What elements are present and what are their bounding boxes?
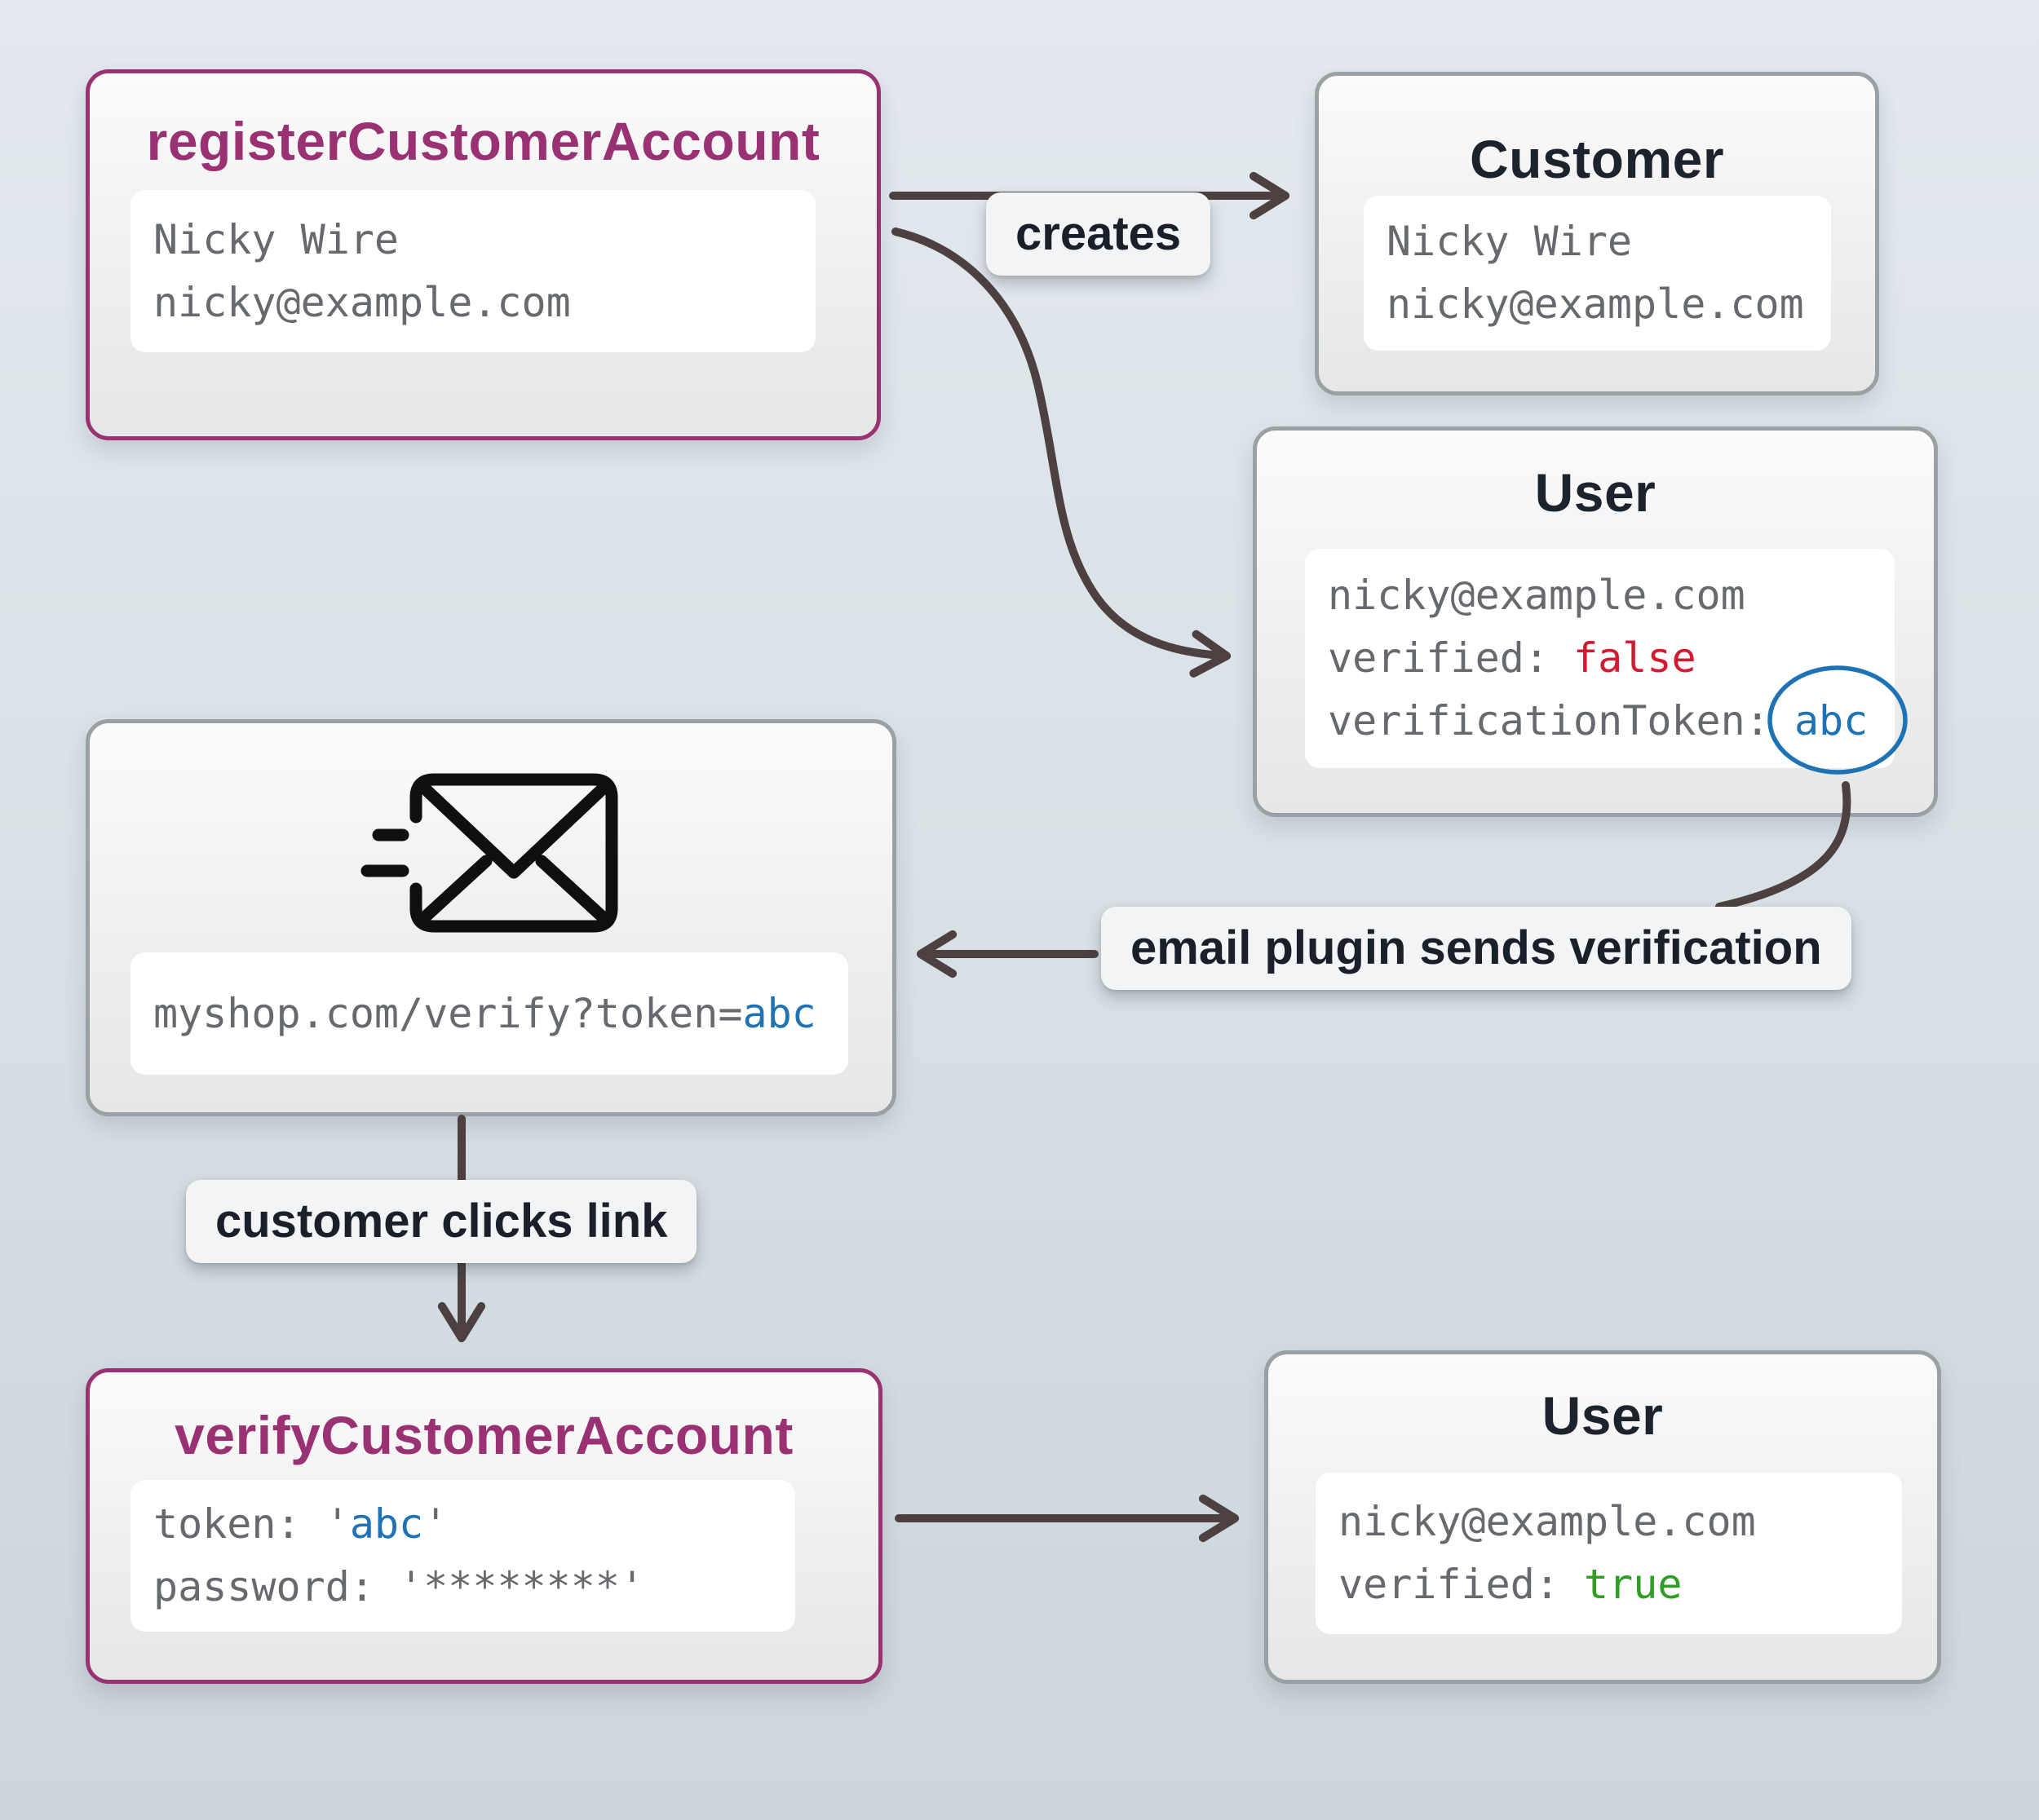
envelope-back-flap <box>421 855 607 921</box>
user-verified-verified-line: verified: true <box>1338 1553 1902 1616</box>
creates-label: creates <box>986 192 1211 276</box>
verified-value-true: true <box>1584 1561 1683 1608</box>
token-open-quote: ' <box>325 1500 350 1548</box>
token-value: abc <box>349 1500 424 1548</box>
token-label: token: <box>153 1500 301 1548</box>
password-label: password: <box>153 1563 374 1610</box>
verification-url-panel: myshop.com/verify?token=abc <box>130 952 848 1075</box>
verification-token-label: verificationToken: <box>1328 697 1770 744</box>
node-user-verified: User nicky@example.com verified: true <box>1264 1350 1941 1684</box>
node-customer: Customer Nicky Wire nicky@example.com <box>1315 72 1879 395</box>
user-verified-panel: nicky@example.com verified: true <box>1316 1473 1902 1634</box>
node-user-unverified: User nicky@example.com verified: false ve… <box>1253 426 1938 817</box>
customer-panel: Nicky Wire nicky@example.com <box>1364 196 1831 351</box>
register-panel: Nicky Wire nicky@example.com <box>130 190 816 352</box>
customer-title: Customer <box>1469 129 1725 189</box>
verify-title: verifyCustomerAccount <box>175 1405 794 1465</box>
verified-value-false: false <box>1573 634 1696 682</box>
user-unverified-email: nicky@example.com <box>1328 572 1745 619</box>
register-name: Nicky Wire <box>153 215 400 263</box>
node-register-customer-account: registerCustomerAccount Nicky Wire nicky… <box>86 69 881 440</box>
customer-clicks-link-label: customer clicks link <box>186 1180 697 1263</box>
url-prefix: myshop.com/verify?token= <box>153 989 743 1037</box>
customer-email: nicky@example.com <box>1387 281 1804 328</box>
verify-password-line: password: '********' <box>153 1556 795 1619</box>
url-token-value: abc <box>742 989 816 1037</box>
node-email-message: myshop.com/verify?token=abc <box>86 719 896 1116</box>
node-verify-customer-account: verifyCustomerAccount token: 'abc' passwo… <box>86 1368 882 1684</box>
user-unverified-title: User <box>1534 462 1656 523</box>
user-unverified-verified-line: verified: false <box>1328 627 1895 690</box>
verify-panel: token: 'abc' password: '********' <box>130 1480 795 1632</box>
envelope-flap <box>421 784 607 879</box>
register-email: nicky@example.com <box>153 278 571 326</box>
verified-label: verified: <box>1328 634 1549 682</box>
verify-token-line: token: 'abc' <box>153 1493 795 1556</box>
user-unverified-token-line: verificationToken: abc <box>1328 690 1895 753</box>
email-send-icon <box>360 773 618 933</box>
verification-url: myshop.com/verify?token=abc <box>153 983 848 1045</box>
customer-name: Nicky Wire <box>1387 218 1633 265</box>
verified-label: verified: <box>1338 1561 1559 1608</box>
envelope-speed-lines <box>360 828 409 877</box>
arrow-register-to-user <box>891 228 1232 678</box>
user-unverified-panel: nicky@example.com verified: false verific… <box>1305 549 1895 768</box>
password-value: '********' <box>399 1563 645 1610</box>
register-title: registerCustomerAccount <box>146 111 820 171</box>
email-plugin-label: email plugin sends verification <box>1101 907 1851 990</box>
verification-token-value: abc <box>1794 697 1869 744</box>
user-verified-email: nicky@example.com <box>1338 1498 1756 1545</box>
user-verified-title: User <box>1541 1385 1664 1446</box>
envelope-outline <box>409 773 618 933</box>
token-close-quote: ' <box>423 1500 449 1548</box>
